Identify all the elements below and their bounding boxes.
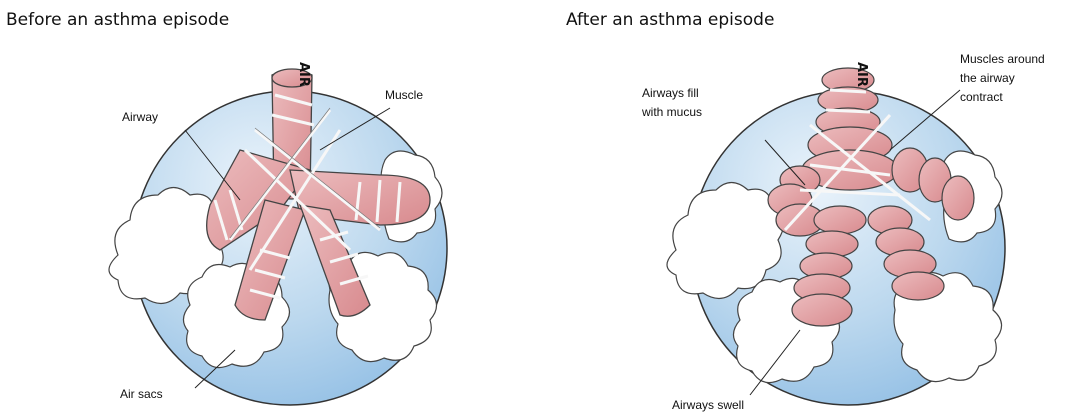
label-muscles-line2: the airway [960, 69, 1045, 88]
label-mucus-line2: with mucus [642, 103, 702, 122]
before-diagram: AIR [109, 62, 447, 405]
label-muscles-line3: contract [960, 88, 1045, 107]
label-airway: Airway [122, 108, 158, 127]
after-air-text: AIR [854, 62, 869, 87]
label-airways-fill-mucus: Airways fill with mucus [642, 84, 702, 122]
label-air-sacs: Air sacs [120, 385, 163, 404]
label-muscles-line1: Muscles around [960, 50, 1045, 69]
label-mucus-line1: Airways fill [642, 84, 702, 103]
label-muscles-contract: Muscles around the airway contract [960, 50, 1045, 107]
label-muscle: Muscle [385, 86, 423, 105]
after-diagram: AIR [667, 62, 1005, 405]
label-airways-swell: Airways swell [672, 396, 744, 415]
before-air-text: AIR [296, 62, 311, 87]
